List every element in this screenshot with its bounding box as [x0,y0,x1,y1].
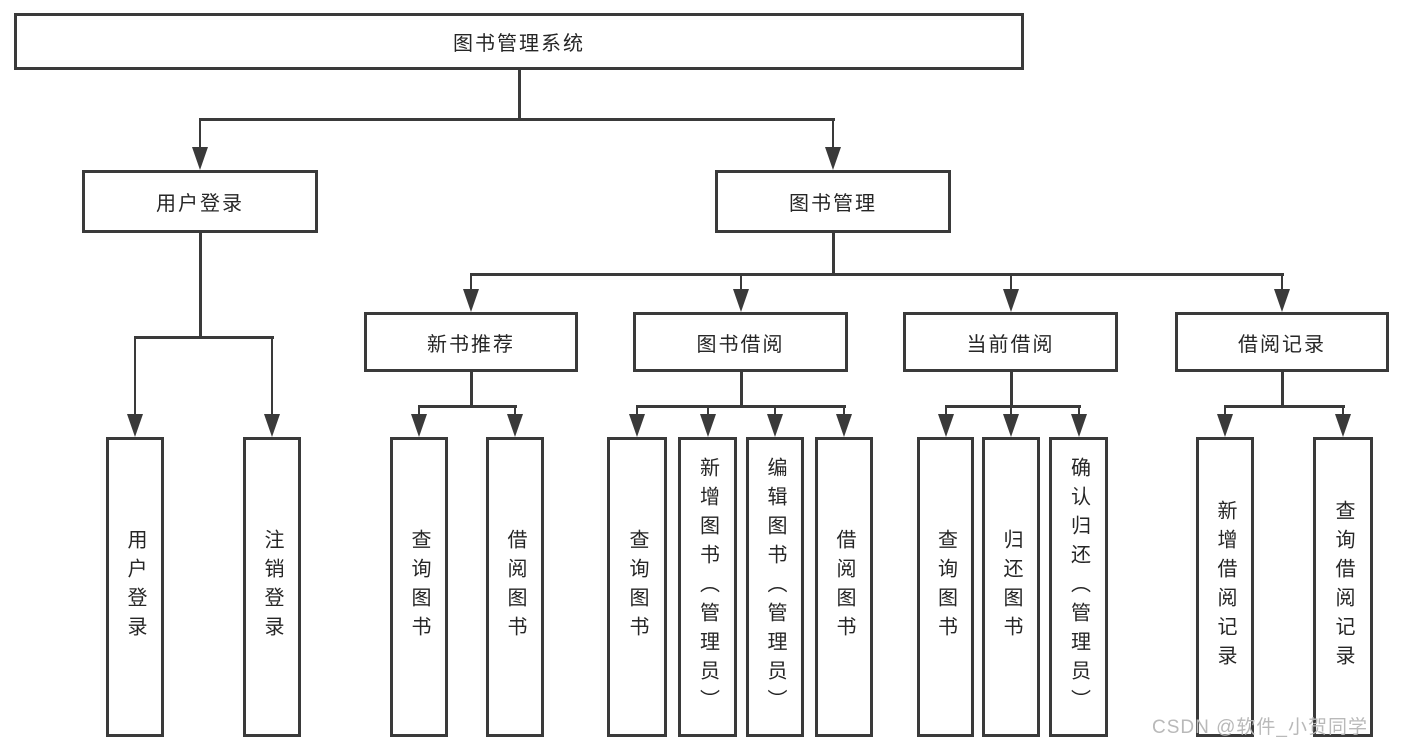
connector-stem [831,233,835,276]
connector-arrow-shaft [418,405,420,414]
connector-bar [417,405,517,408]
connector-arrow-shaft [636,405,638,414]
arrow-down-icon [127,414,143,437]
connector-stem [739,372,743,408]
node-leaf-query-books-3: 查询图书 [917,437,974,737]
connector-arrow-shaft [271,336,273,414]
connector-arrow-shaft [470,273,472,289]
connector-bar [133,336,274,339]
arrow-down-icon [463,289,479,312]
arrow-down-icon [1217,414,1233,437]
node-leaf-borrow-books-2: 借阅图书 [815,437,873,737]
node-borrow-records: 借阅记录 [1175,312,1389,372]
connector-bar [1223,405,1345,408]
arrow-down-icon [938,414,954,437]
node-leaf-return-books: 归还图书 [982,437,1040,737]
connector-arrow-shaft [707,405,709,414]
arrow-down-icon [836,414,852,437]
node-leaf-edit-books: 编辑图书（管理员） [746,437,804,737]
arrow-down-icon [1003,289,1019,312]
node-leaf-add-borrow-record: 新增借阅记录 [1196,437,1254,737]
arrow-down-icon [264,414,280,437]
arrow-down-icon [825,147,841,170]
node-user-login: 用户登录 [82,170,318,233]
node-leaf-user-login: 用户登录 [106,437,164,737]
connector-arrow-shaft [1010,405,1012,414]
connector-arrow-shaft [843,405,845,414]
node-leaf-query-books-2: 查询图书 [607,437,667,737]
connector-bar [944,405,1081,408]
node-current-borrow: 当前借阅 [903,312,1118,372]
arrow-down-icon [411,414,427,437]
arrow-down-icon [1071,414,1087,437]
node-leaf-borrow-books-1: 借阅图书 [486,437,544,737]
connector-arrow-shaft [1342,405,1344,414]
arrow-down-icon [192,147,208,170]
connector-arrow-shaft [514,405,516,414]
node-book-management: 图书管理 [715,170,951,233]
connector-arrow-shaft [1281,273,1283,289]
node-leaf-query-books-1: 查询图书 [390,437,448,737]
arrow-down-icon [700,414,716,437]
node-leaf-query-borrow-record: 查询借阅记录 [1313,437,1373,737]
arrow-down-icon [1274,289,1290,312]
connector-arrow-shaft [832,118,834,147]
node-leaf-confirm-return: 确认归还（管理员） [1049,437,1108,737]
connector-stem [1009,372,1013,408]
connector-arrow-shaft [1010,273,1012,289]
node-leaf-add-books: 新增图书（管理员） [678,437,737,737]
connector-bar [198,118,835,121]
node-root: 图书管理系统 [14,13,1024,70]
connector-arrow-shaft [134,336,136,414]
arrow-down-icon [1335,414,1351,437]
connector-arrow-shaft [199,118,201,147]
arrow-down-icon [1003,414,1019,437]
connector-stem [469,372,473,408]
connector-bar [635,405,846,408]
connector-arrow-shaft [774,405,776,414]
arrow-down-icon [629,414,645,437]
connector-bar [469,273,1284,276]
node-leaf-logout: 注销登录 [243,437,301,737]
arrow-down-icon [733,289,749,312]
connector-stem [198,233,202,339]
connector-arrow-shaft [945,405,947,414]
watermark: CSDN @软件_小贺同学 [1152,717,1368,738]
node-new-book-recommend: 新书推荐 [364,312,578,372]
connector-arrow-shaft [740,273,742,289]
arrow-down-icon [507,414,523,437]
connector-arrow-shaft [1078,405,1080,414]
node-book-borrow: 图书借阅 [633,312,848,372]
arrow-down-icon [767,414,783,437]
connector-stem [517,70,521,121]
connector-stem [1280,372,1284,408]
connector-arrow-shaft [1224,405,1226,414]
